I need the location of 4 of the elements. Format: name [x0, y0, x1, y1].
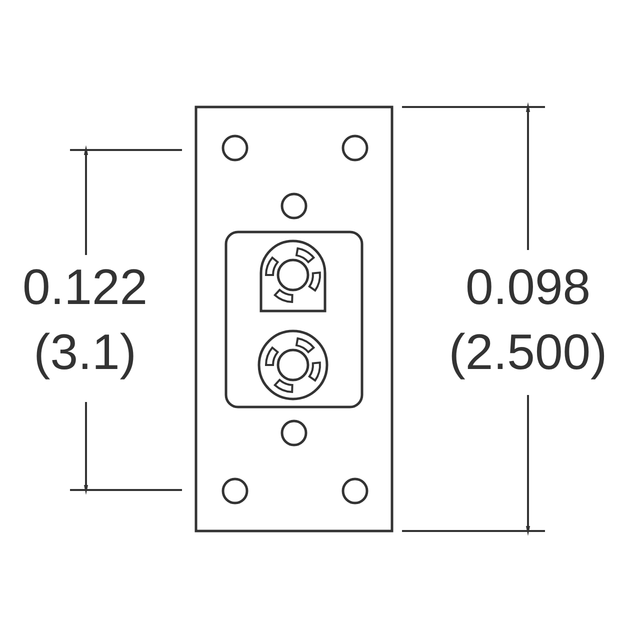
dimension-label: (3.1) — [34, 327, 136, 377]
dimension-label: 0.122 — [22, 262, 148, 312]
dimension-label: (2.500) — [448, 327, 608, 377]
dimension-label: 0.098 — [465, 262, 591, 312]
